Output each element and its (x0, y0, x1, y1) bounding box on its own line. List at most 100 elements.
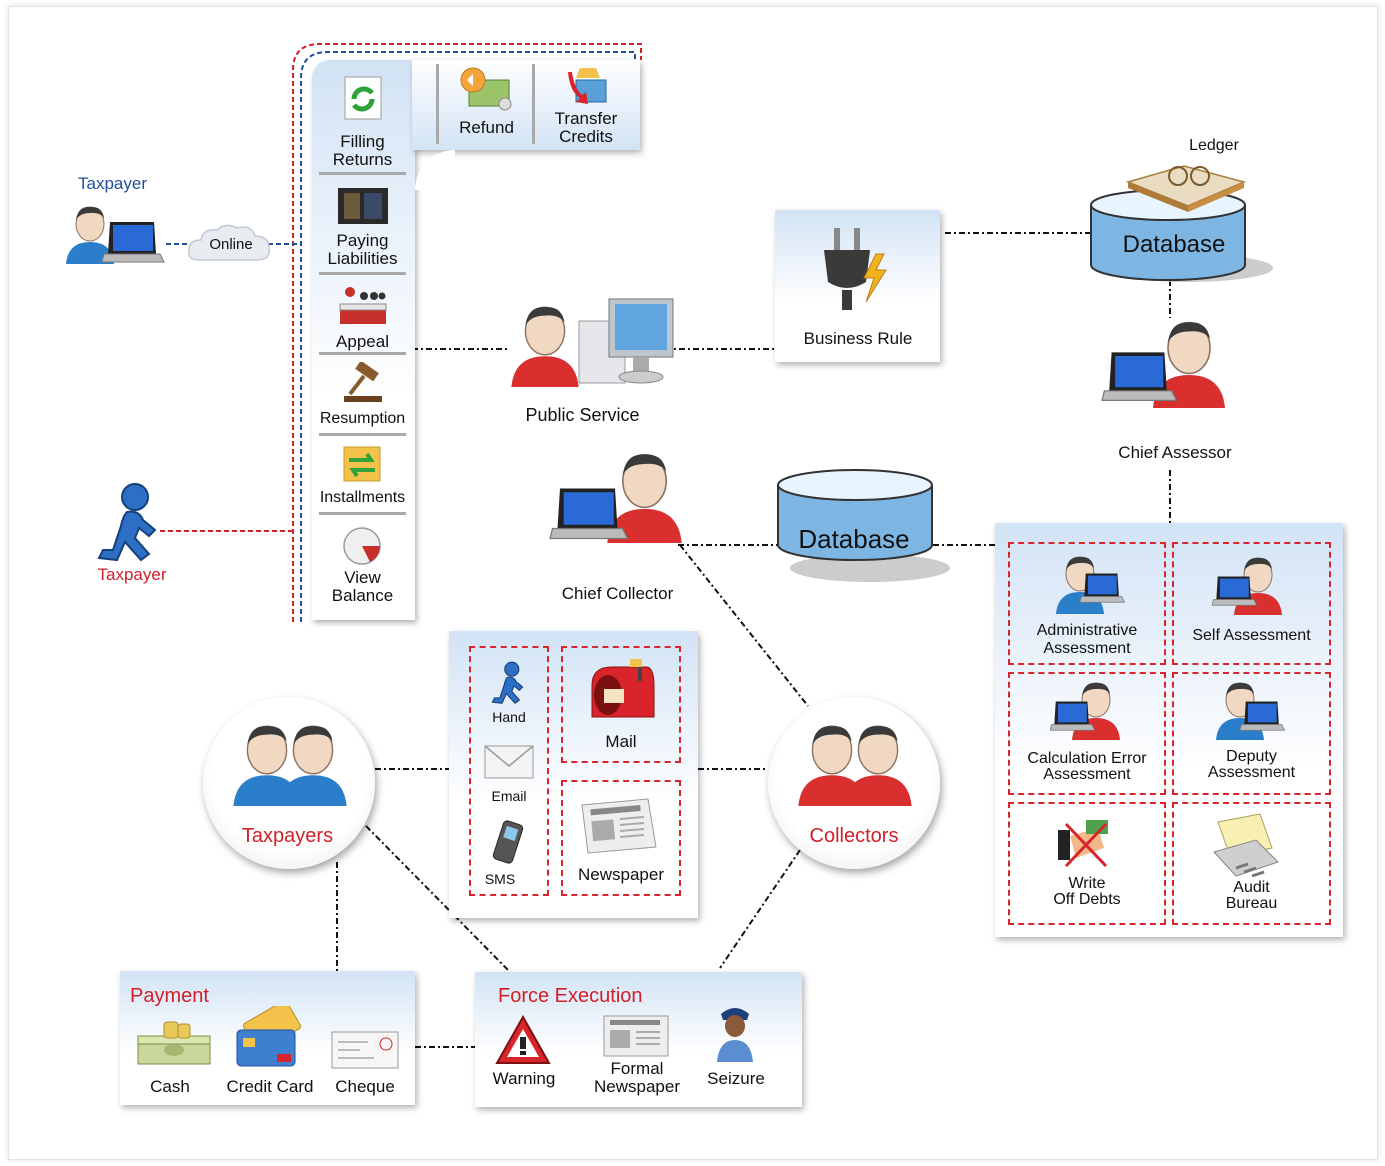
email-label: Email (491, 788, 527, 804)
seizure-label: Seizure (707, 1069, 765, 1088)
formal-newspaper-line2: Newspaper (594, 1077, 680, 1096)
refund-label[interactable]: Refund (459, 118, 514, 137)
paying-liabilities-label[interactable]: Paying Liabilities (315, 232, 410, 268)
self-assessment-label: Self Assessment (1192, 627, 1311, 644)
services-column (312, 60, 415, 620)
cheque-icon[interactable] (330, 1030, 400, 1070)
view-line1: View (344, 568, 381, 587)
cloud-icon (187, 224, 270, 261)
filling-line2: Returns (332, 150, 393, 169)
paying-line2: Liabilities (327, 249, 398, 268)
audit-bureau-box[interactable] (1172, 802, 1331, 925)
ledger-book-icon (1125, 165, 1247, 212)
transfer-credits-icon[interactable] (560, 62, 610, 110)
public-service-label: Public Service (525, 405, 640, 425)
write-off-line2: Off Debts (1053, 891, 1121, 908)
newspaper-box[interactable] (561, 780, 681, 896)
hand-icon[interactable] (488, 660, 528, 706)
court-icon[interactable] (338, 282, 388, 326)
pie-chart-icon[interactable] (340, 524, 384, 568)
link-taxpayers-force (365, 825, 511, 973)
separator (436, 64, 439, 144)
chief-collector-label: Chief Collector (561, 584, 674, 603)
mailbox-icon[interactable] (586, 655, 658, 727)
refund-icon[interactable] (455, 66, 517, 114)
warning-icon[interactable] (493, 1013, 553, 1067)
formal-newspaper-label: Formal Newspaper (582, 1060, 692, 1096)
separator (532, 64, 535, 144)
gavel-icon[interactable] (340, 362, 386, 404)
calculation-error-label: Calculation Error Assessment (1010, 751, 1164, 783)
chief-collector-icon (549, 453, 683, 544)
resumption-label[interactable]: Resumption (319, 410, 406, 427)
link-collector-collectors (679, 544, 809, 707)
write-off-debts-label: Write Off Debts (1010, 876, 1164, 908)
filling-returns-label[interactable]: Filling Returns (315, 133, 410, 169)
self-assessment-person-icon (1211, 557, 1283, 616)
link-collectors-force (719, 849, 801, 969)
deputy-line2: Assessment (1207, 764, 1296, 781)
transfer-line2: Credits (559, 127, 613, 146)
mail-label: Mail (605, 732, 637, 751)
plug-icon (824, 228, 887, 310)
taxpayers-label: Taxpayers (241, 825, 334, 847)
administrative-line2: Assessment (1043, 640, 1131, 657)
administrative-line1: Administrative (1036, 622, 1138, 639)
database-mid-icon (777, 469, 950, 582)
cheque-label: Cheque (335, 1077, 395, 1096)
formal-newspaper-icon[interactable] (600, 1012, 672, 1060)
write-off-debts-box[interactable] (1008, 802, 1166, 925)
recycle-icon[interactable] (342, 75, 384, 121)
warning-label: Warning (492, 1069, 556, 1088)
bracket-blue (300, 51, 636, 622)
personal-notice-box (469, 646, 549, 896)
database-top-icon (1090, 189, 1273, 282)
transfer-credits-label[interactable]: Transfer Credits (540, 110, 632, 146)
separator (319, 352, 406, 355)
credit-card-icon[interactable] (233, 1006, 303, 1070)
calculation-person-icon (1050, 682, 1121, 741)
audit-line1: Audit (1233, 879, 1270, 896)
separator (319, 512, 406, 515)
appeal-label[interactable]: Appeal (336, 332, 389, 351)
audit-line2: Bureau (1225, 895, 1278, 912)
cash-icon[interactable] (134, 1020, 214, 1070)
public-service-icon (510, 298, 674, 388)
administrative-assessment-label: Administrative Assessment (1010, 622, 1164, 658)
services-top-bar (412, 60, 640, 150)
calculation-error-box[interactable] (1008, 672, 1166, 795)
administrative-assessment-box[interactable] (1008, 542, 1166, 665)
collectors-group-icon (797, 725, 913, 807)
database-top-label: Database (1122, 231, 1226, 258)
mobile-phone-icon[interactable] (488, 818, 528, 866)
cash-label: Cash (150, 1077, 190, 1096)
deputy-assessment-box[interactable] (1172, 672, 1331, 795)
police-officer-icon[interactable] (713, 1002, 757, 1064)
installments-label[interactable]: Installments (319, 489, 406, 506)
running-person-icon (97, 483, 157, 562)
view-balance-label[interactable]: View Balance (315, 569, 410, 605)
mail-box[interactable] (561, 646, 681, 763)
deputy-person-icon (1215, 682, 1286, 741)
newspaper-icon[interactable] (578, 797, 660, 855)
separator (319, 272, 406, 275)
separator (319, 433, 406, 436)
ledger-label: Ledger (1189, 137, 1239, 154)
taxpayer-online-icon (65, 206, 165, 265)
write-off-line1: Write (1068, 875, 1106, 892)
formal-newspaper-line1: Formal (610, 1059, 664, 1078)
self-assessment-box[interactable] (1172, 542, 1331, 665)
database-mid-label: Database (798, 524, 910, 554)
wallet-icon[interactable] (336, 184, 390, 228)
exchange-icon[interactable] (341, 444, 383, 484)
calculation-line2: Assessment (1043, 766, 1131, 783)
taxpayer-online-title: Taxpayer (78, 174, 147, 193)
chief-assessor-label: Chief Assessor (1118, 443, 1232, 462)
separator (319, 172, 406, 175)
chief-assessor-icon (1101, 321, 1226, 409)
email-envelope-icon[interactable] (483, 742, 535, 782)
newspaper-label: Newspaper (578, 865, 664, 884)
administrative-person-icon (1055, 556, 1126, 615)
paying-line1: Paying (336, 231, 389, 250)
